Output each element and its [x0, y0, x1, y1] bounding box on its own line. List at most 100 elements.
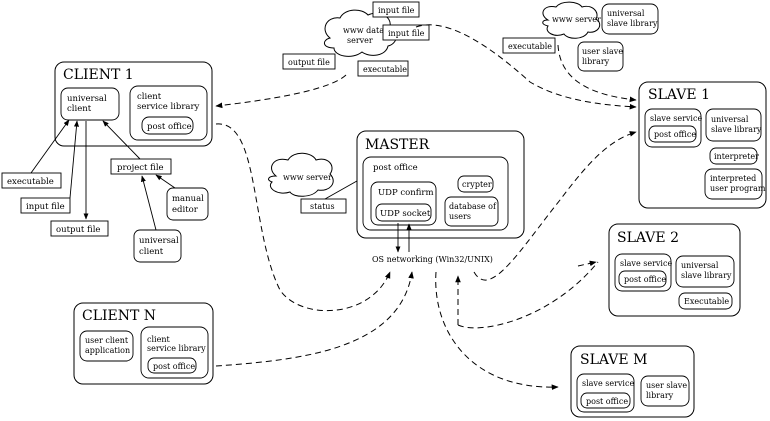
project-file-box	[110, 158, 172, 175]
interpreted-program-box	[704, 168, 763, 200]
slave-m-library-label-1: user slave	[646, 381, 687, 390]
slave-2-library-label-2: slave library	[681, 271, 732, 280]
crypter-box	[457, 175, 494, 193]
www-slave-executable-box	[502, 37, 556, 54]
client-n-service-library-label-1: client	[147, 335, 170, 344]
slave-1-box: SLAVE 1 slave service post office univer…	[638, 81, 767, 209]
www-status-server-cloud	[268, 152, 334, 197]
master-title: MASTER	[365, 137, 430, 153]
client-1-inputs: executable input file output file projec…	[1, 119, 209, 263]
www-input-file-label-a: input file	[378, 6, 415, 15]
www-status-server-label: www server	[283, 173, 332, 182]
www-output-file-label: output file	[288, 58, 330, 67]
slave-m-post-office-label: post office	[586, 397, 628, 406]
input-file-box	[20, 197, 71, 214]
www-universal-slave-library-label-1: universal	[607, 9, 645, 18]
interpreted-program-label-1: interpreted	[710, 174, 756, 183]
project-file-arrow	[102, 120, 141, 160]
client-n-box: CLIENT N user client application client …	[73, 302, 214, 385]
database-of-users-label-1: database of	[449, 202, 497, 211]
udp-socket-label: UDP socket	[380, 209, 431, 219]
master-to-slave-2-link	[457, 261, 599, 329]
slave-1-service-label: slave service	[650, 114, 702, 123]
manual-editor-arrow	[155, 174, 176, 189]
user-client-application-box	[79, 330, 134, 362]
universal-client-editor-label-1: universal	[139, 236, 179, 246]
www-universal-slave-library-box	[601, 3, 659, 35]
slave-2-executable-label: Executable	[684, 297, 729, 306]
www-user-slave-library-label-2: library	[582, 57, 610, 66]
manual-editor-label-2: editor	[172, 205, 199, 215]
www-data-to-slave-1-link	[415, 24, 637, 110]
www-data-server-label-2: server	[347, 36, 373, 45]
www-slave-server-group: www server universal slave library execu…	[502, 1, 659, 72]
www-universal-slave-library-label-2: slave library	[607, 19, 658, 28]
slave-1-title: SLAVE 1	[648, 87, 710, 103]
os-networking-label: OS networking (Win32/UNIX)	[372, 255, 493, 264]
client-service-library-label-1: client	[137, 92, 162, 102]
slave-1-post-office	[648, 125, 697, 143]
input-file-label: input file	[26, 202, 65, 212]
master-post-office-label: post office	[373, 163, 418, 173]
www-output-file-box	[282, 53, 336, 70]
udp-confirm-label: UDP confirm	[378, 188, 434, 198]
master-box: MASTER post office UDP confirm UDP socke…	[356, 130, 525, 264]
universal-client-editor-label-2: client	[139, 247, 164, 257]
slave-m-library-box	[640, 375, 690, 407]
status-label: status	[310, 202, 335, 211]
www-input-file-box-a	[372, 1, 420, 18]
project-file-label: project file	[117, 163, 164, 173]
slave-m-library-label-2: library	[646, 391, 674, 400]
slave-m-title: SLAVE M	[580, 352, 647, 368]
www-data-server-group: www data server input file input file ou…	[282, 1, 430, 77]
executable-arrow	[30, 119, 70, 174]
client-1-post-office-label: post office	[147, 122, 192, 132]
network-connections	[215, 24, 637, 391]
interpreter-label: interpreter	[714, 152, 759, 161]
output-file-box	[50, 220, 109, 237]
input-file-arrow	[69, 120, 79, 199]
slave-2-post-office-label: post office	[624, 275, 666, 284]
slave-2-entry-arrow	[577, 260, 597, 267]
slave-2-title: SLAVE 2	[617, 230, 679, 246]
interpreted-program-label-2: user program	[710, 184, 766, 193]
client-1-box: CLIENT 1 universal client client service…	[54, 61, 213, 147]
www-executable-label: executable	[363, 65, 407, 74]
www-executable-box	[357, 60, 409, 77]
www-input-file-label-b: input file	[388, 29, 425, 38]
universal-client-box	[60, 87, 120, 121]
www-input-file-box-b	[382, 24, 430, 41]
client-n-title: CLIENT N	[82, 308, 156, 324]
slave-1-library-label-2: slave library	[711, 125, 762, 134]
udp-socket-box	[375, 203, 432, 222]
database-of-users-box	[444, 196, 499, 227]
client-n-post-office-label: post office	[153, 362, 195, 371]
universal-client-editor-arrow	[140, 175, 157, 231]
manual-editor-label-1: manual	[172, 194, 204, 204]
slave-m-service-label: slave service	[582, 379, 634, 388]
slave-2-box: SLAVE 2 slave service post office univer…	[608, 223, 741, 317]
slave-m-post-office	[580, 392, 631, 409]
client-n-post-office	[147, 357, 197, 374]
www-data-server-label-1: www data	[343, 26, 384, 35]
universal-client-label-1: universal	[67, 94, 107, 104]
slave-1-library-label-1: universal	[711, 115, 749, 124]
status-box	[300, 198, 347, 214]
slave-2-post-office	[618, 270, 667, 288]
www-slave-to-slave-1-link	[557, 44, 637, 103]
client-1-post-office	[141, 116, 194, 135]
universal-client-editor-box	[133, 229, 182, 263]
manual-editor-box	[166, 187, 209, 221]
client-n-to-master-link	[215, 271, 414, 367]
user-client-application-label-2: application	[85, 346, 130, 355]
client-1-title: CLIENT 1	[63, 67, 134, 83]
master-to-slave-1-link	[473, 131, 637, 281]
www-data-to-client-1-link	[215, 74, 347, 109]
user-client-application-label-1: user client	[85, 336, 129, 345]
slave-m-box: SLAVE M slave service post office user s…	[570, 345, 695, 418]
database-of-users-label-2: users	[449, 212, 471, 221]
www-status-server-group: www server status	[268, 152, 365, 214]
client-1-to-master-link	[215, 123, 391, 312]
